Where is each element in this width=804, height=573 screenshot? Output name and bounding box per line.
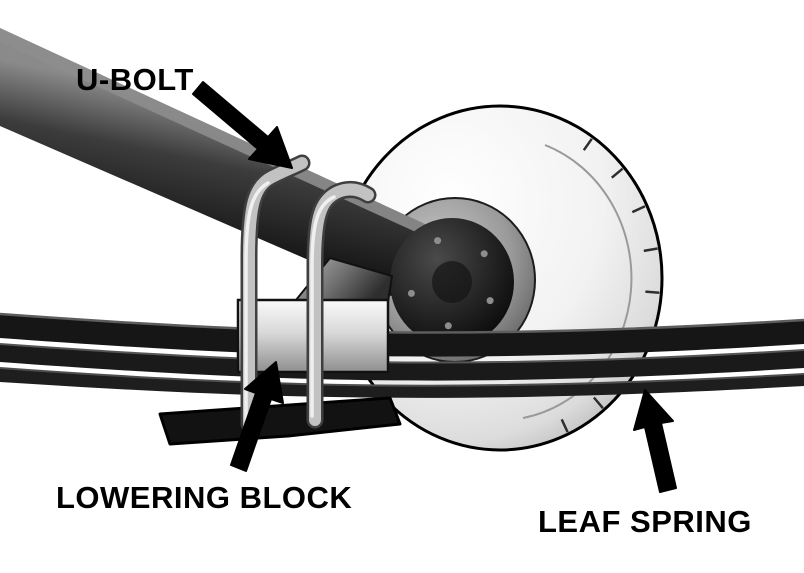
- u-bolt-right-rod-highlight: [310, 195, 336, 418]
- lowering-block-label: LOWERING BLOCK: [56, 480, 352, 515]
- axle-body: [0, 28, 442, 318]
- wheel-stud: [407, 289, 415, 297]
- leaf-spring-label: LEAF SPRING: [538, 504, 752, 539]
- rotor-face-arc: [522, 144, 633, 419]
- u-bolt-arrow: [192, 81, 293, 169]
- axle-cap-center: [432, 261, 472, 303]
- u-bolt-label: U-BOLT: [76, 62, 194, 97]
- wheel-stud: [434, 237, 442, 245]
- leaf-3: [0, 368, 804, 398]
- wheel-stud: [480, 250, 488, 258]
- leaf-3-highlight: [0, 367, 804, 387]
- mounting-plate: [158, 396, 402, 446]
- axle-end-cap: [390, 218, 514, 346]
- callout-arrows: [192, 81, 677, 493]
- u-bolt-left-rod-highlight: [244, 181, 270, 422]
- wheel-stud: [486, 297, 494, 305]
- lowering-block-arrow: [230, 361, 284, 472]
- leaf-2: [0, 344, 804, 381]
- leaf-1: [0, 314, 804, 357]
- leaf-spring-arrow: [633, 389, 677, 493]
- wheel-stud: [444, 322, 452, 330]
- u-bolt-right-rod: [309, 183, 374, 426]
